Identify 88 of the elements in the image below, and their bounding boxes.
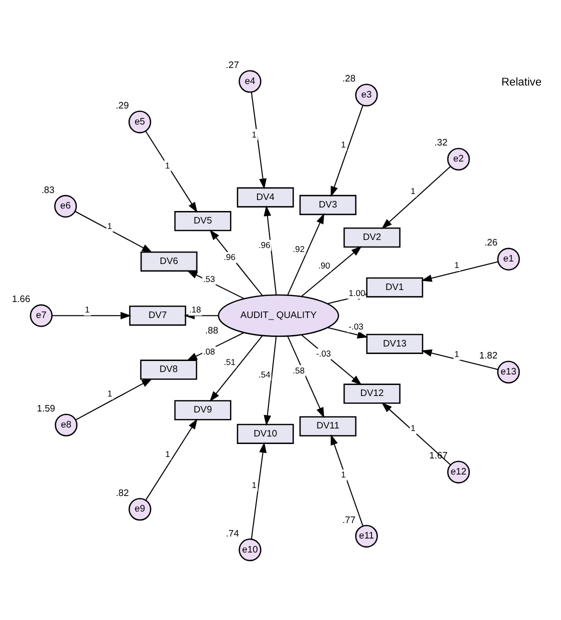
- node-circle: e10: [238, 538, 262, 561]
- node-label: .28: [342, 72, 356, 84]
- arrow: [145, 130, 198, 212]
- node-box: DV8: [140, 359, 198, 380]
- node-label: .27: [226, 58, 239, 70]
- node-circle: e13: [497, 360, 520, 383]
- node-circle: e11: [355, 524, 378, 548]
- arrow: [328, 326, 368, 338]
- node-box: DV11: [299, 416, 356, 436]
- edge-label: .92: [292, 243, 305, 254]
- edge-label: -.03: [316, 348, 331, 358]
- edge-label: 1: [252, 128, 257, 139]
- arrow: [301, 246, 362, 296]
- edge-label: 1: [410, 422, 416, 433]
- node-box: DV10: [236, 423, 294, 444]
- arrow: [301, 334, 362, 385]
- node-circle: e3: [355, 83, 378, 106]
- node-circle: e7: [30, 304, 53, 326]
- edge-label: 1: [107, 220, 112, 230]
- edge-label: .53: [203, 273, 216, 284]
- arrow: [210, 334, 263, 402]
- node-box: DV5: [174, 210, 232, 231]
- edge-label: 1: [454, 348, 460, 359]
- arrow: [186, 270, 244, 299]
- node-box: DV1: [366, 276, 424, 297]
- node-label: .88: [205, 324, 218, 336]
- arrow: [75, 378, 152, 420]
- node-circle: e12: [447, 460, 470, 483]
- arrow: [330, 434, 364, 526]
- node-circle: e6: [54, 194, 77, 218]
- edge-label: 1: [341, 139, 346, 150]
- node-label: .32: [434, 136, 448, 148]
- node-circle: e4: [238, 70, 262, 92]
- edge-label: 1: [410, 186, 416, 196]
- node-circle: e5: [128, 110, 152, 133]
- edge-label: .18: [189, 304, 201, 314]
- node-box: DV12: [344, 383, 400, 404]
- node-circle: e1: [497, 247, 520, 270]
- edge-label: 1: [84, 304, 90, 314]
- node-box: DV3: [299, 194, 356, 215]
- edge-label: .90: [318, 260, 330, 270]
- label: Relative: [501, 76, 542, 88]
- edge-label: .54: [258, 368, 270, 379]
- node-box: DV6: [140, 250, 198, 272]
- node-label: .82: [116, 486, 129, 498]
- edge-label: 1: [252, 480, 257, 490]
- arrow: [210, 229, 263, 296]
- arrow: [145, 418, 198, 500]
- node-label: .29: [116, 99, 129, 110]
- arrow: [287, 212, 324, 295]
- edge-label: 1.00: [348, 287, 366, 298]
- edge-label: 1: [107, 388, 112, 398]
- edge-label: .58: [292, 364, 305, 375]
- node-box: DV7: [129, 305, 186, 326]
- arrow: [264, 204, 277, 295]
- edge-label: .08: [203, 346, 216, 356]
- node-circle: e2: [447, 147, 470, 170]
- edge-label: 1: [165, 448, 170, 458]
- arrow: [264, 336, 277, 426]
- node-label: .83: [41, 183, 55, 194]
- arrow: [421, 260, 498, 282]
- edge-label: -.03: [348, 320, 364, 331]
- node-circle: e9: [128, 497, 152, 520]
- arrow: [186, 332, 244, 360]
- node-box: DV2: [344, 226, 400, 248]
- node-ellipse: AUDIT_ QUALITY: [218, 294, 340, 336]
- node-label: .74: [226, 526, 239, 538]
- node-box: DV4: [236, 186, 294, 207]
- edge-label: .51: [224, 356, 236, 367]
- arrow: [74, 210, 153, 252]
- node-box: DV13: [366, 333, 424, 354]
- edge-label: 1: [165, 160, 170, 170]
- node-label: 1.66: [12, 292, 30, 304]
- node-label: .77: [342, 513, 356, 524]
- node-circle: e8: [54, 413, 78, 436]
- node-label: .26: [484, 236, 498, 248]
- node-label: 1.59: [36, 402, 56, 414]
- edge-label: 1: [341, 469, 346, 480]
- arrow: [287, 335, 324, 418]
- arrow: [330, 104, 364, 196]
- edge-label: .96: [224, 252, 236, 262]
- arrow: [381, 166, 451, 228]
- arrow: [381, 402, 451, 465]
- node-label: 1.82: [479, 349, 498, 360]
- edge-label: 1: [454, 260, 460, 270]
- arrow: [52, 311, 132, 319]
- edge-label: .96: [258, 240, 270, 250]
- node-box: DV9: [174, 400, 232, 420]
